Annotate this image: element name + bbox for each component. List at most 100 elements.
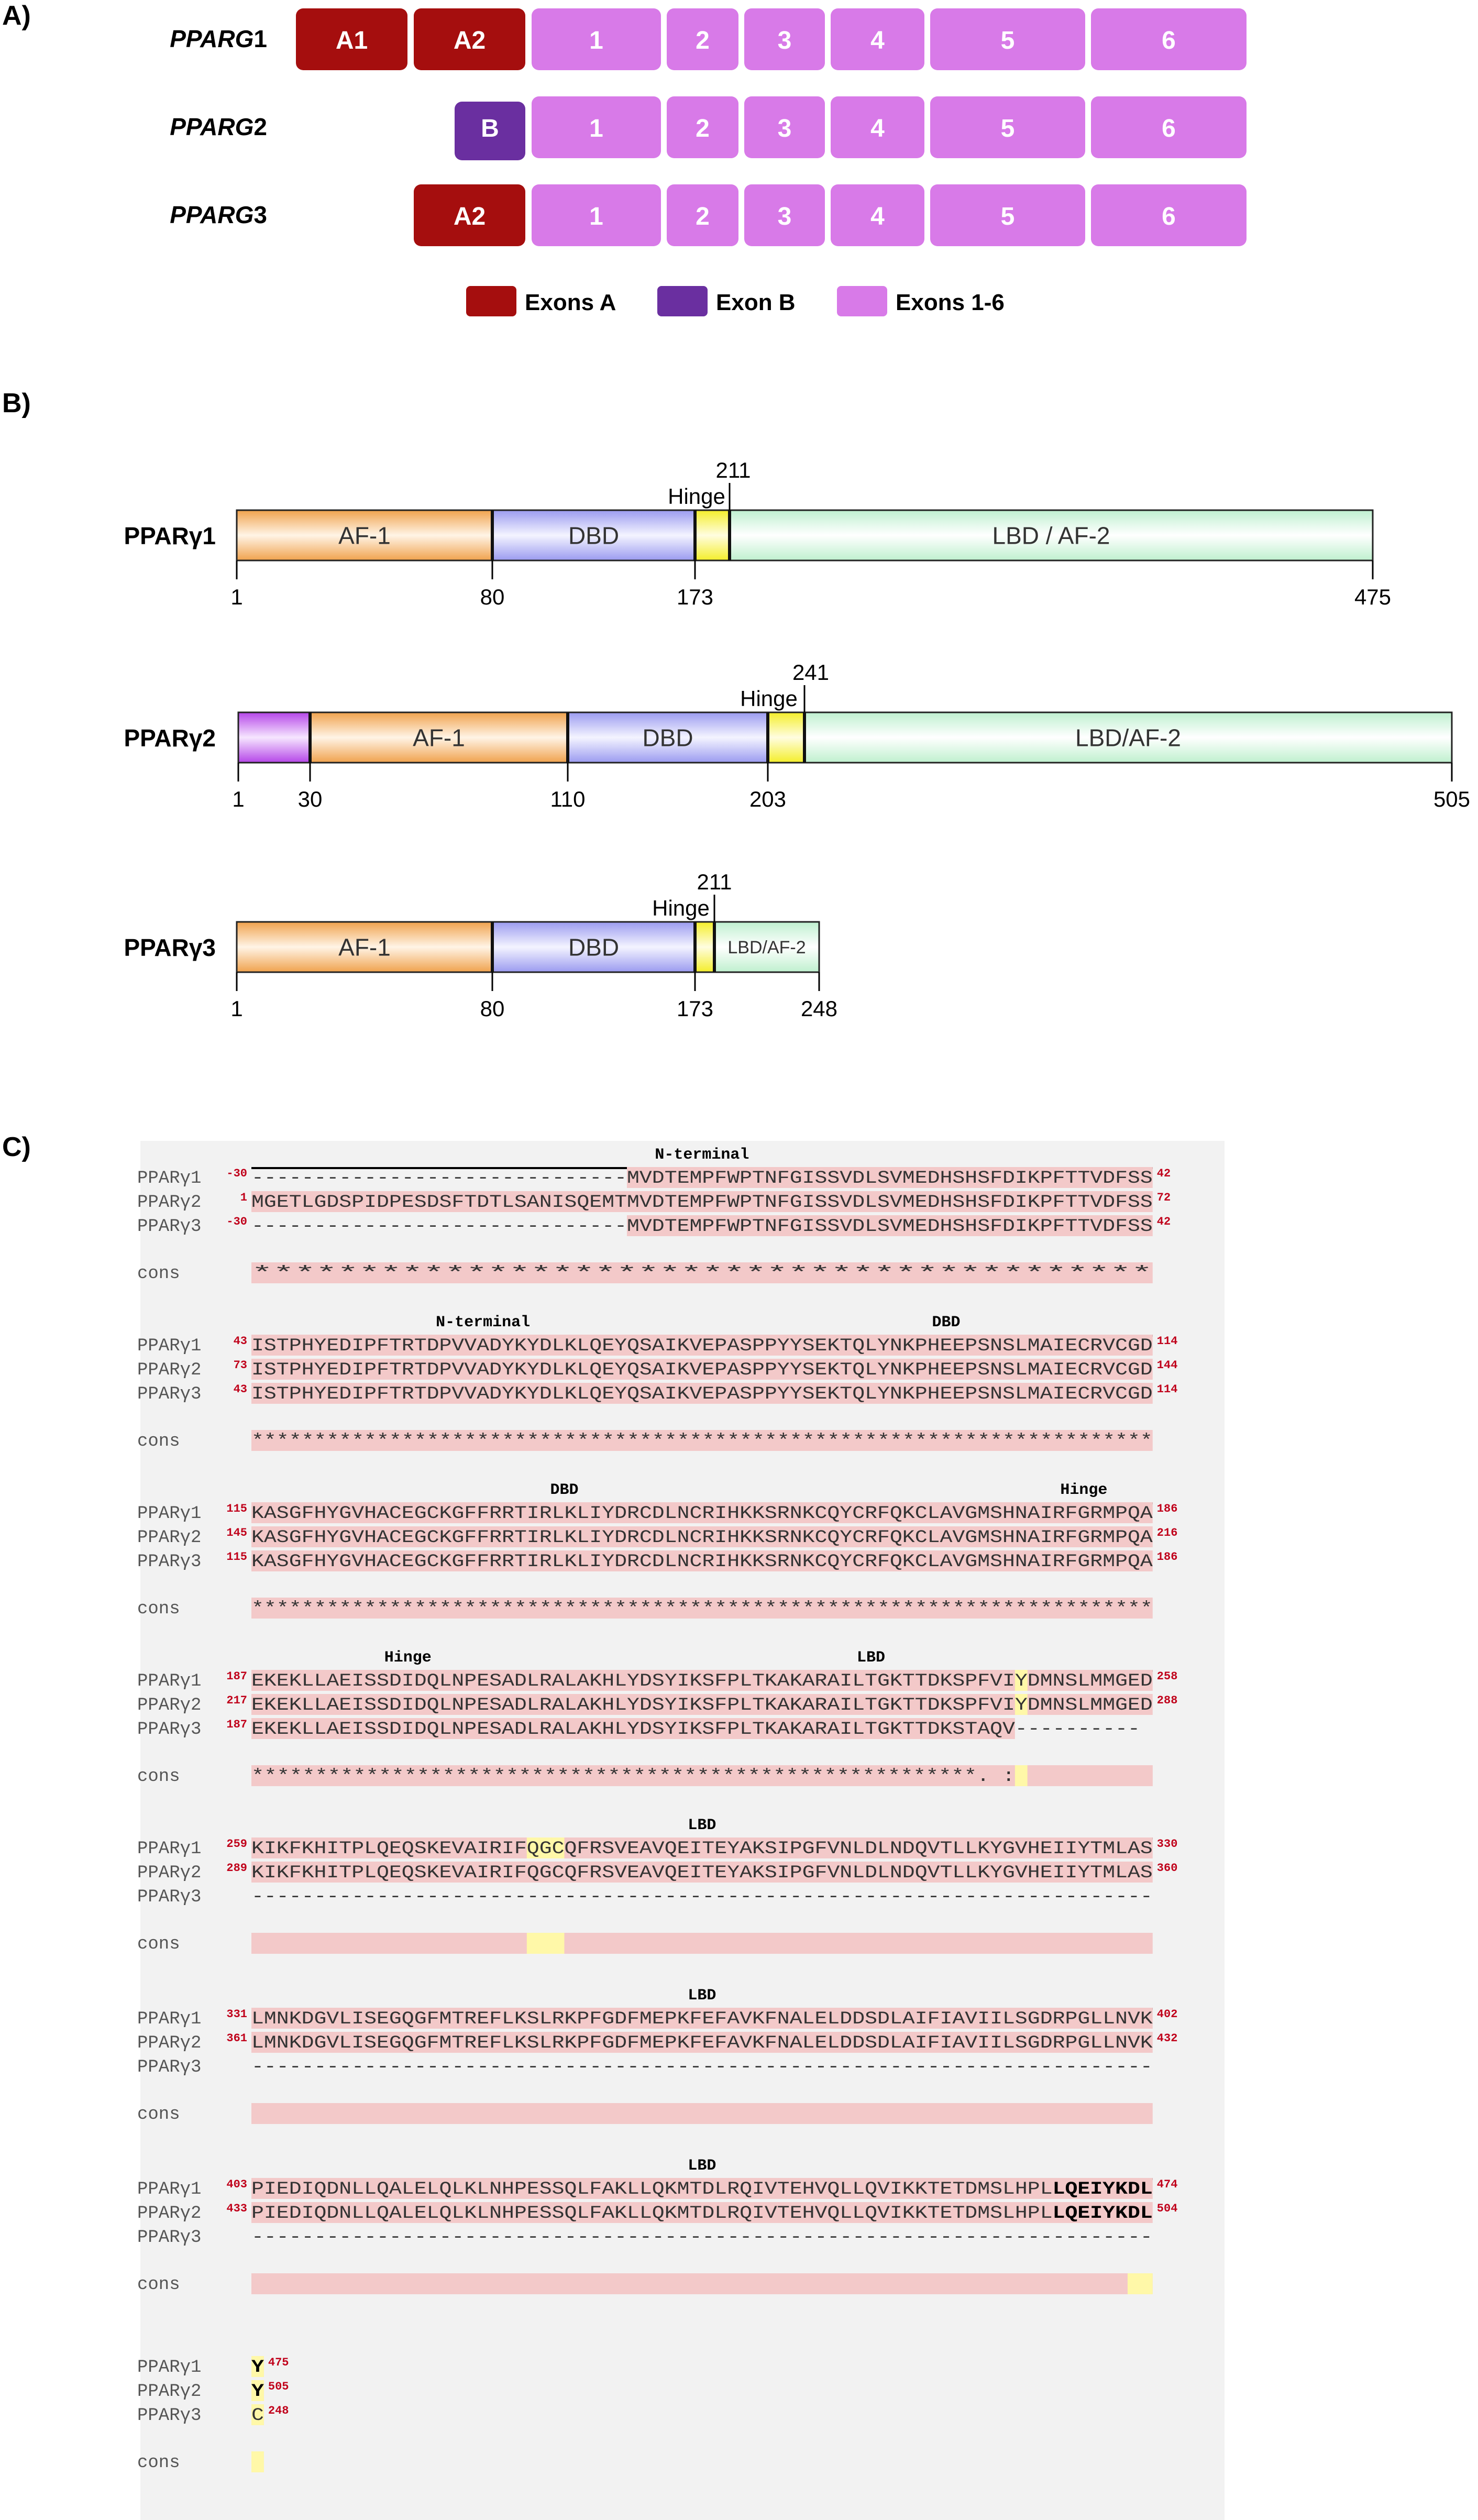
- position-label: 248: [801, 996, 837, 1021]
- sequence-alignment: N-terminalPPARγ1-30---------------------…: [137, 1146, 1178, 2473]
- exon-box: [831, 8, 924, 70]
- cons-text: ****************************************…: [251, 1599, 1153, 1619]
- domain-ext: [237, 711, 311, 764]
- cons-variant: [526, 1933, 565, 1954]
- exon-box: [744, 8, 825, 70]
- exon-label: 5: [1001, 115, 1015, 142]
- protein-name-label: PPARγ1: [124, 522, 216, 549]
- exon-box: [1091, 184, 1247, 246]
- exon-box: [930, 8, 1085, 70]
- exon-label: 1: [589, 115, 603, 142]
- domain-dbd: [491, 921, 696, 973]
- sequence-start-position: 259: [226, 1837, 247, 1851]
- sequence-name: PPARγ2: [137, 1696, 201, 1715]
- region-label: Hinge: [384, 1649, 432, 1667]
- variant-highlight: [539, 1837, 552, 1858]
- hinge-label: Hinge: [740, 686, 798, 711]
- sequence-start-position: 43: [234, 1383, 247, 1396]
- sequence-start-position: 433: [226, 2202, 247, 2215]
- cons-text: ****************************************…: [251, 1767, 1015, 1787]
- sequence-end-position: 186: [1157, 1502, 1178, 1515]
- domain-dbd: [567, 711, 769, 764]
- variant-highlight: [1014, 1670, 1028, 1691]
- residue-highlight: [627, 1167, 1153, 1188]
- exon-box: [831, 96, 924, 158]
- sequence-name: PPARγ1: [137, 2180, 201, 2199]
- exon-label: 2: [696, 27, 710, 54]
- cons-bar: [251, 1430, 1153, 1451]
- sequence-text: LMNKDGVLISEGQGFMTREFLKSLRKPFGDFMEPKFEFAV…: [251, 2033, 1153, 2053]
- legend-swatch: [657, 286, 708, 316]
- sequence-text: MGETLGDSPIDPESDSFTDTLSANISQEMTMVDTEMPFWP…: [251, 1193, 1153, 1213]
- sequence-name: PPARγ3: [137, 2057, 201, 2077]
- exon-label: A2: [454, 27, 486, 54]
- sequence-end-position: 248: [268, 2404, 289, 2417]
- sequence-text: C: [251, 2406, 264, 2426]
- region-label: LBD: [688, 1987, 716, 2005]
- legend-swatch: [466, 286, 516, 316]
- exon-box: [414, 8, 525, 70]
- exon-label: A1: [336, 27, 368, 54]
- sequence-end-position: 504: [1157, 2202, 1178, 2215]
- region-label: LBD: [688, 1817, 716, 1834]
- sequence-end-position: 114: [1157, 1383, 1178, 1396]
- residue-highlight: [251, 1550, 1153, 1571]
- sequence-name: PPARγ1: [137, 1504, 201, 1524]
- region-label: N-terminal: [655, 1146, 749, 1164]
- residue-highlight: [251, 1526, 1153, 1547]
- cons-variant: [1128, 2273, 1153, 2294]
- sequence-start-position: 115: [226, 1550, 247, 1564]
- sequence-start-position: 187: [226, 1670, 247, 1683]
- exon-box: [667, 8, 738, 70]
- sequence-name: PPARγ3: [137, 2406, 201, 2426]
- sequence-end-position: 505: [268, 2380, 289, 2393]
- sequence-text: ----------------------------------------…: [251, 2057, 1153, 2077]
- sequence-name: PPARγ1: [137, 2358, 201, 2378]
- exon-box: [455, 102, 525, 160]
- domain-label: DBD: [568, 522, 619, 549]
- domain-label: LBD/AF-2: [1075, 724, 1181, 752]
- sequence-start-position: 1: [240, 1191, 247, 1204]
- cons-bar: [1027, 1765, 1153, 1786]
- exon-label: 1: [589, 203, 603, 230]
- legend-label: Exon B: [716, 290, 796, 315]
- sequence-end-position: 216: [1157, 1526, 1178, 1539]
- exon-box: [744, 184, 825, 246]
- sequence-end-position: 144: [1157, 1359, 1178, 1372]
- region-label: LBD: [857, 1649, 885, 1667]
- variant-highlight: [251, 2404, 264, 2425]
- sequence-start-position: 43: [234, 1335, 247, 1348]
- residue-highlight: [251, 1383, 1153, 1404]
- domain-label: AF-1: [338, 934, 391, 961]
- residue-highlight: [251, 1718, 1015, 1739]
- sequence-name: PPARγ1: [137, 1839, 201, 1859]
- sequence-name: PPARγ3: [137, 1887, 201, 1907]
- residue-highlight: [251, 1862, 1153, 1883]
- sequence-start-position: 331: [226, 2008, 247, 2021]
- sequence-start-position: 73: [234, 1359, 247, 1372]
- exon-label: 3: [778, 203, 792, 230]
- region-label: LBD: [688, 2157, 716, 2175]
- exon-box: [1091, 8, 1247, 70]
- sequence-text: ISTPHYEDIPFTRTDPVVADYKYDLKLQEYQSAIKVEPAS…: [251, 1384, 1153, 1404]
- domain-af1: [236, 921, 493, 973]
- variant-highlight: [526, 1837, 539, 1858]
- sequence-end-position: 330: [1157, 1837, 1178, 1851]
- sequence-end-position: 402: [1157, 2008, 1178, 2021]
- exon-label: 2: [696, 115, 710, 142]
- residue-highlight: [251, 2202, 1153, 2223]
- cons-label: cons: [137, 1432, 180, 1451]
- residue-highlight: [251, 1359, 1153, 1380]
- cons-label: cons: [137, 1599, 180, 1619]
- sequence-text: ISTPHYEDIPFTRTDPVVADYKYDLKLQEYQSAIKVEPAS…: [251, 1336, 1153, 1356]
- domain-lbd: [729, 509, 1374, 562]
- exon-box: [532, 8, 661, 70]
- cons-label: cons: [137, 1767, 180, 1787]
- residue-highlight: [251, 1335, 1153, 1356]
- sequence-name: PPARγ2: [137, 1193, 201, 1213]
- region-label: DBD: [932, 1314, 960, 1331]
- exon-box: [831, 184, 924, 246]
- legend-label: Exons A: [525, 290, 616, 315]
